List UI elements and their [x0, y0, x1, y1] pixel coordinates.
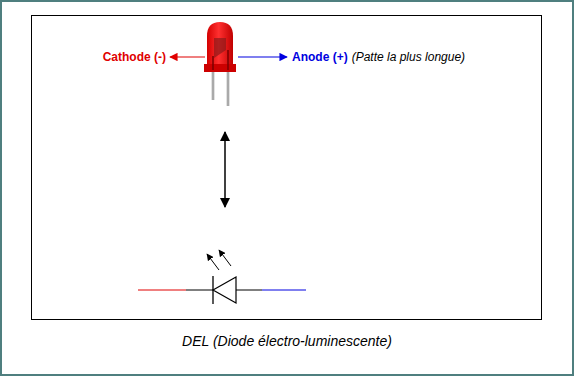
led-symbol	[138, 250, 306, 304]
figure-caption: DEL (Diode électro-luminescente)	[182, 333, 392, 350]
inner-frame	[32, 16, 542, 320]
anode-pointer	[238, 56, 287, 57]
leg-note: (Patte la plus longue)	[352, 50, 465, 64]
cathode-pointer	[170, 56, 205, 57]
anode-label: Anode (+)	[292, 50, 348, 64]
equivalence-arrow	[224, 132, 226, 207]
cathode-label: Cathode (-)	[103, 50, 166, 64]
led-body	[204, 22, 236, 106]
